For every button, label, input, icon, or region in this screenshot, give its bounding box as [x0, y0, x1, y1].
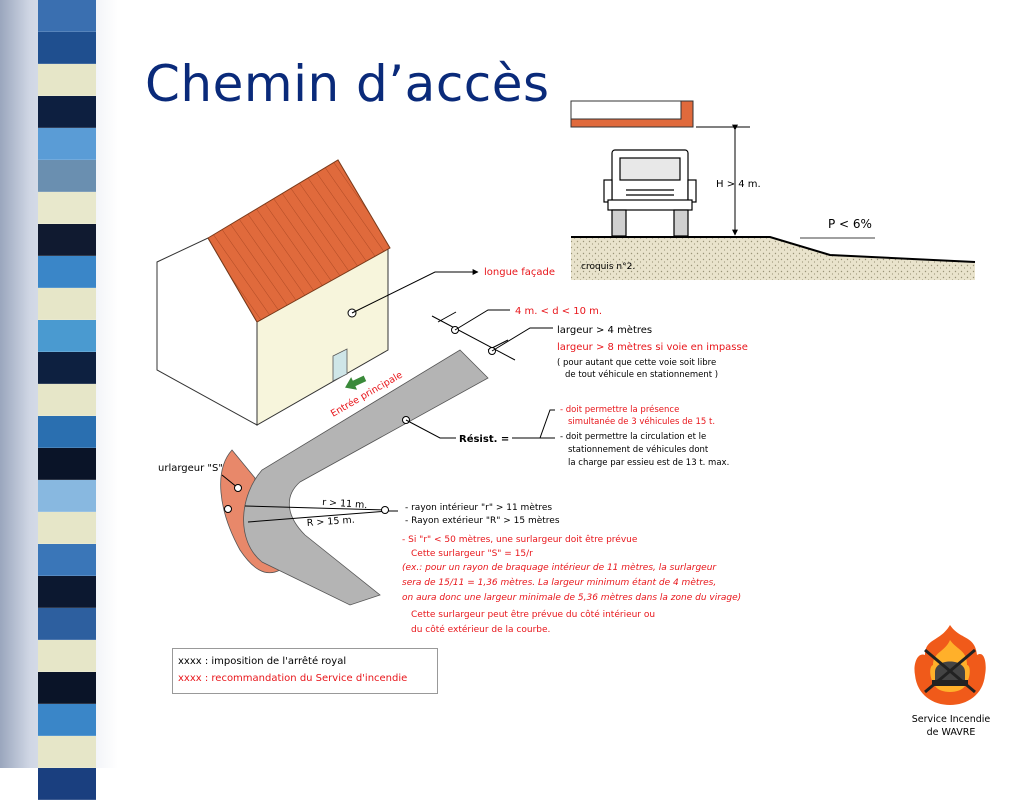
stripe-segment	[38, 384, 96, 416]
house-roof	[207, 159, 391, 323]
truck-icon	[603, 149, 697, 237]
entrance-arrow-icon	[345, 375, 367, 390]
truck-clearance-sketch	[570, 100, 976, 280]
stripe-segment	[38, 64, 96, 96]
stripe-segment	[38, 544, 96, 576]
label-ex-1: (ex.: pour un rayon de braquage intérieu…	[402, 562, 717, 573]
label-longue-facade: longue façade	[484, 267, 555, 278]
stripe-segment	[38, 640, 96, 672]
decorative-stripes	[0, 0, 118, 800]
label-resist-2b: stationnement de véhicules dont	[568, 444, 709, 455]
label-rayon-ext: - Rayon extérieur "R" > 15 mètres	[405, 515, 560, 526]
stripe-segment	[38, 192, 96, 224]
label-note-libre-1: ( pour autant que cette voie soit libre	[557, 358, 716, 368]
label-ex-2: sera de 15/11 = 1,36 mètres. La largeur …	[402, 577, 716, 588]
fire-service-logo	[905, 620, 995, 750]
label-resist-2a: - doit permettre la circulation et le	[560, 432, 706, 442]
label-croquis: croquis n°2.	[581, 262, 635, 272]
stripe-segment	[38, 704, 96, 736]
stripe-segment	[38, 160, 96, 192]
legend-red: xxxx : recommandation du Service d'incen…	[178, 673, 408, 684]
label-resist-1a: - doit permettre la présence	[560, 404, 679, 415]
stripe-segment	[38, 320, 96, 352]
label-r-big: R > 15 m.	[306, 515, 355, 529]
label-surl-2: du côté extérieur de la courbe.	[411, 624, 550, 635]
label-rayon-int: - rayon intérieur "r" > 11 mètres	[405, 502, 552, 513]
stripe-segment	[38, 0, 96, 32]
logo-caption-line1: Service Incendie	[911, 714, 991, 725]
stripe-segment	[38, 224, 96, 256]
flame-helmet-icon	[914, 625, 986, 705]
label-resist-2c: la charge par essieu est de 13 t. max.	[568, 458, 729, 468]
label-height: H > 4 m.	[716, 179, 761, 190]
logo-caption-line2: de WAVRE	[926, 727, 976, 738]
stripe-segment	[38, 288, 96, 320]
house-door	[332, 348, 348, 382]
legend-black: xxxx : imposition de l'arrêté royal	[178, 656, 347, 667]
stripe-segment	[38, 480, 96, 512]
label-largeur-8: largeur > 8 mètres si voie en impasse	[557, 341, 748, 353]
label-slope: P < 6%	[828, 217, 872, 231]
stripe-segment	[38, 96, 96, 128]
stripe-segment	[38, 608, 96, 640]
stripe-segment	[38, 352, 96, 384]
label-largeur-4: largeur > 4 mètres	[557, 324, 652, 336]
label-surlargeur-s: urlargeur "S"	[158, 463, 223, 474]
access-road	[220, 349, 489, 606]
house	[156, 159, 391, 426]
label-resist: Résist. =	[459, 433, 509, 445]
label-r-small: r > 11 m.	[322, 497, 368, 511]
road-surface	[243, 349, 489, 606]
stripe-segment	[38, 448, 96, 480]
label-resist-1b: simultanée de 3 véhicules de 15 t.	[568, 416, 715, 427]
stripe-segment	[38, 512, 96, 544]
label-si-r-1: - Si "r" < 50 mètres, une surlargeur doi…	[402, 534, 638, 545]
label-distance: 4 m. < d < 10 m.	[515, 306, 602, 317]
label-note-libre-2: de tout véhicule en stationnement )	[565, 369, 718, 380]
access-road-diagram: longue façade 4 m. < d < 10 m. largeur >…	[156, 100, 976, 635]
stripe-segment	[38, 672, 96, 704]
slide-title: Chemin d’accès	[145, 55, 550, 113]
label-surl-1: Cette surlargeur peut être prévue du côt…	[411, 609, 655, 620]
stripe-segment	[38, 576, 96, 608]
stripe-segment	[38, 256, 96, 288]
label-si-r-2: Cette surlargeur "S" = 15/r	[411, 549, 533, 559]
logo-caption: Service Incendie de WAVRE	[896, 713, 1006, 739]
legend-box: xxxx : imposition de l'arrêté royal xxxx…	[172, 648, 438, 694]
stripe-segment	[38, 768, 96, 800]
ground-soil	[571, 237, 975, 280]
stripe-segment	[38, 32, 96, 64]
label-ex-3: on aura donc une largeur minimale de 5,3…	[402, 592, 741, 603]
stripe-segment	[38, 128, 96, 160]
stripe-segment	[38, 416, 96, 448]
